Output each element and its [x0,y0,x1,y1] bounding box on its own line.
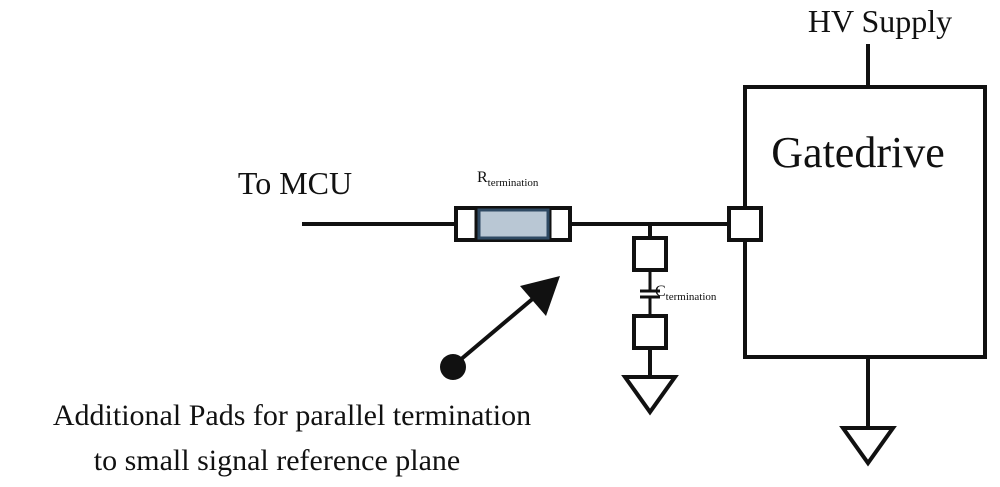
termination-resistor [454,206,572,242]
pointer-arrow-shaft [451,294,538,368]
c-termination-subscript: termination [666,291,717,303]
gatedrive-block [743,85,987,359]
cap-pad-bottom [632,314,668,350]
gatedrive-ground-symbol [839,426,897,467]
r-termination-main: R [477,169,488,186]
r-termination-label: Rtermination [477,169,539,189]
c-termination-label: Ctermination [655,283,717,303]
caption-line-1: Additional Pads for parallel termination [53,399,531,432]
pointer-dot [440,354,466,380]
branch-ground-symbol [621,375,679,416]
gatedrive-label: Gatedrive [771,128,944,177]
r-termination-subscript: termination [488,177,539,189]
caption-line-2: to small signal reference plane [94,444,461,477]
hv-supply-label: HV Supply [808,3,952,39]
resistor-element [477,208,550,240]
gatedrive-input-pad [727,206,763,242]
c-termination-main: C [655,283,666,300]
cap-pad-top [632,236,668,272]
to-mcu-label: To MCU [238,165,352,201]
pointer-arrow-head [520,276,560,316]
